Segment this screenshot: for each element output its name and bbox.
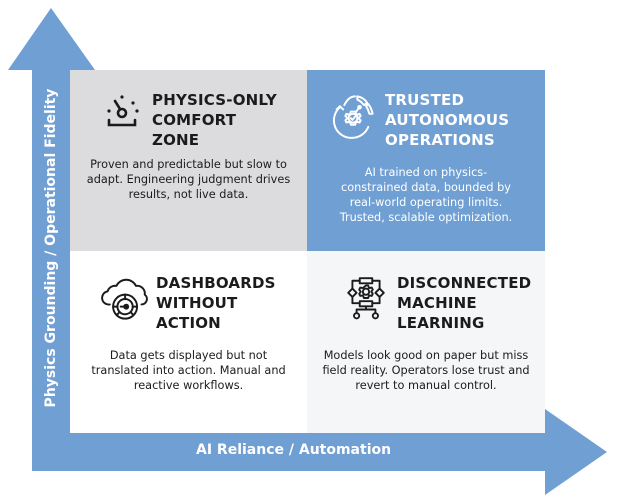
quadrant-physics-only-comfort-zone: PHYSICS-ONLY COMFORT ZONE Proven and pre…	[70, 70, 307, 251]
quadrant-description: AI trained on physics-constrained data, …	[339, 166, 513, 224]
quadrant-title-line: AUTONOMOUS	[385, 111, 510, 129]
y-axis-label: Physics Grounding / Operational Fidelity	[43, 88, 59, 408]
quadrant-disconnected-machine-learning: DISCONNECTED MACHINE LEARNING Models loo…	[307, 251, 545, 433]
quadrant-title-line: ACTION	[156, 314, 221, 332]
quadrant-title-line: DISCONNECTED	[397, 274, 532, 292]
y-axis-arrow	[8, 8, 607, 495]
quadrant-title-line: DASHBOARDS	[156, 274, 276, 292]
quadrant-title-line: WITHOUT	[156, 294, 238, 312]
cloud-dashboard-icon	[101, 278, 148, 320]
quadrant-dashboards-without-action: DASHBOARDS WITHOUT ACTION Data gets disp…	[70, 251, 307, 433]
quadrant-title-line: LEARNING	[397, 314, 485, 332]
quadrant-title-line: OPERATIONS	[385, 131, 495, 149]
quadrant-title-line: ZONE	[152, 131, 200, 149]
quadrant-title-line: MACHINE	[397, 294, 477, 312]
gauge-icon	[107, 95, 139, 127]
quadrant-title-line: PHYSICS-ONLY	[152, 91, 277, 109]
quadrant-description: Data gets displayed but not translated i…	[91, 349, 286, 392]
quadrant-title-line: COMFORT	[152, 111, 237, 129]
quadrant-description: Models look good on paper but miss field…	[322, 349, 530, 392]
quadrant-title-line: TRUSTED	[385, 91, 465, 109]
x-axis-label: AI Reliance / Automation	[196, 442, 392, 458]
gear-flowchart-icon	[347, 277, 385, 320]
quadrant-description: Proven and predictable but slow to adapt…	[86, 158, 291, 201]
gear-check-speedometer-icon	[332, 95, 374, 139]
quadrant-trusted-autonomous-operations: TRUSTED AUTONOMOUS OPERATIONS AI trained…	[307, 70, 545, 251]
